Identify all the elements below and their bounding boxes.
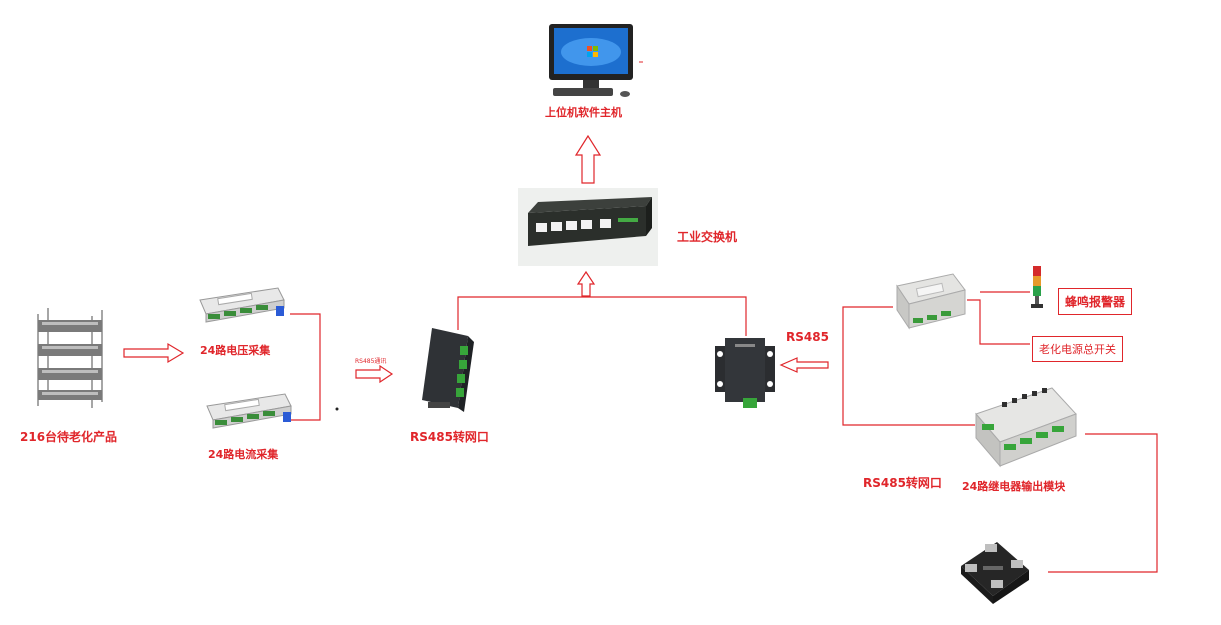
- switch-label: 工业交换机: [677, 230, 738, 244]
- product-rack-icon: [30, 306, 110, 410]
- solid-state-relay-icon: [957, 536, 1033, 606]
- relay-board-icon: [972, 384, 1080, 470]
- rs485-gateway-icon: [418, 324, 478, 412]
- relay-module-label: 24路继电器输出模块: [962, 480, 1066, 493]
- power-switch-label: 老化电源总开关: [1032, 336, 1123, 362]
- buzzer-label: 蜂鸣报警器: [1058, 288, 1133, 315]
- products-label: 216台待老化产品: [20, 430, 118, 444]
- io-module-icon: [205, 390, 293, 432]
- desktop-computer-icon: [543, 22, 645, 104]
- left-gateway-label: RS485转网口: [410, 430, 489, 444]
- arrow-right-products: [123, 342, 185, 364]
- rs485-comm-label: RS485通讯: [355, 358, 387, 365]
- signal-tower-icon: [1028, 264, 1046, 310]
- module-bracket-line: [290, 313, 321, 421]
- ssr-line: [1048, 433, 1158, 573]
- power-switch-line: [967, 299, 1030, 345]
- relay-board-icon: [893, 270, 969, 332]
- voltage-label: 24路电压采集: [200, 344, 271, 357]
- rs485-label: RS485: [786, 330, 829, 344]
- arrow-up-to-switch: [576, 270, 596, 297]
- stray-dot: [335, 407, 339, 411]
- rs485-gateway-icon: [713, 336, 777, 410]
- arrow-up-to-host: [574, 134, 602, 184]
- io-module-icon: [198, 284, 286, 326]
- current-label: 24路电流采集: [208, 448, 279, 461]
- arrow-left-to-gateway: [779, 357, 829, 373]
- host-label: 上位机软件主机: [545, 106, 622, 119]
- arrow-right-to-gateway: [355, 364, 394, 384]
- gateway-bus-line: [457, 296, 747, 336]
- ethernet-switch-icon: [518, 188, 658, 266]
- right-bus-line: [842, 306, 975, 426]
- right-gateway-label: RS485转网口: [863, 476, 942, 490]
